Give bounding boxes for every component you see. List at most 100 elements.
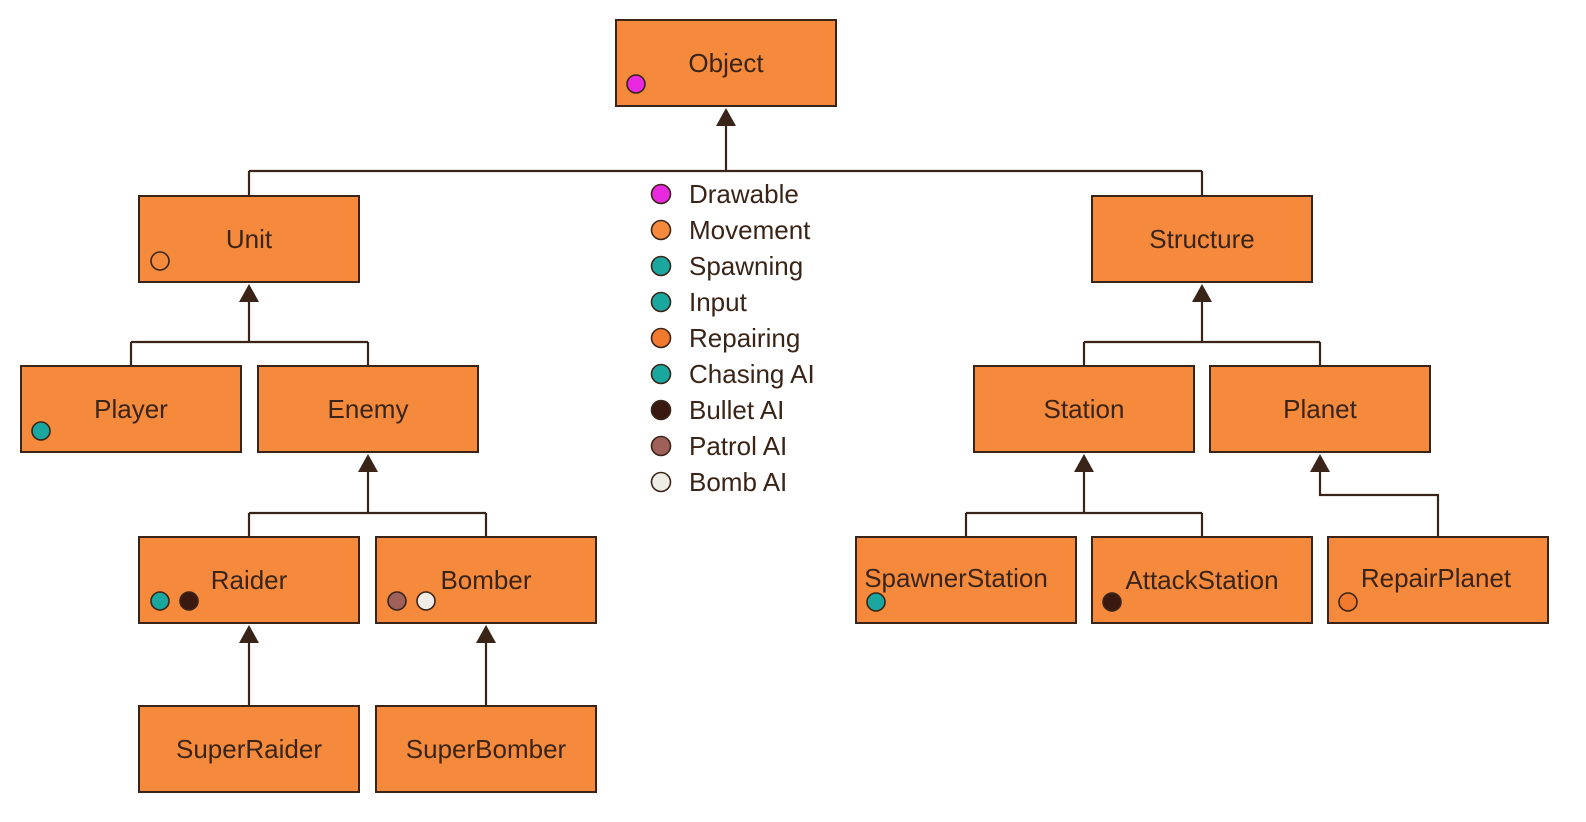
class-node-spawnerstation: SpawnerStation xyxy=(855,536,1077,624)
component-dot-chasing-ai xyxy=(150,591,170,611)
class-node-unit: Unit xyxy=(138,195,360,283)
inheritance-arrow-unit xyxy=(239,284,259,302)
legend-label: Bomb AI xyxy=(689,467,787,497)
class-box xyxy=(1091,195,1313,283)
class-node-station: Station xyxy=(973,365,1195,453)
class-node-structure: Structure xyxy=(1091,195,1313,283)
class-box xyxy=(138,195,360,283)
component-dot-bomb-ai xyxy=(416,591,436,611)
inheritance-arrow-raider xyxy=(239,625,259,643)
component-dot-spawning xyxy=(866,592,886,612)
legend-dot-icon xyxy=(650,471,672,493)
class-label: SuperBomber xyxy=(406,734,567,764)
edge-group-object xyxy=(247,108,1204,196)
edge-line xyxy=(1318,472,1440,537)
legend-dot-icon xyxy=(650,291,672,313)
class-node-repairplanet: RepairPlanet xyxy=(1327,536,1549,624)
class-box xyxy=(1209,365,1431,453)
edge-group-unit xyxy=(129,284,370,366)
component-dot-repairing xyxy=(1338,592,1358,612)
inheritance-arrow-planet xyxy=(1310,454,1330,472)
class-box xyxy=(855,536,1077,624)
class-label: Station xyxy=(1044,394,1125,424)
legend-label: Chasing AI xyxy=(689,359,815,389)
class-label: AttackStation xyxy=(1125,565,1278,595)
legend-label: Bullet AI xyxy=(689,395,784,425)
edge-group-raider xyxy=(239,625,259,706)
legend-dot-icon xyxy=(650,255,672,277)
class-node-planet: Planet xyxy=(1209,365,1431,453)
component-dot-input xyxy=(31,421,51,441)
inheritance-arrow-station xyxy=(1074,454,1094,472)
legend-item-patrol-ai: Patrol AI xyxy=(650,431,787,461)
class-box xyxy=(20,365,242,453)
edge-group-station xyxy=(964,454,1204,537)
class-label: RepairPlanet xyxy=(1361,563,1512,593)
class-node-player: Player xyxy=(20,365,242,453)
legend-item-movement: Movement xyxy=(650,215,811,245)
legend-dot-icon xyxy=(650,435,672,457)
legend-label: Drawable xyxy=(689,179,799,209)
component-legend: DrawableMovementSpawningInputRepairingCh… xyxy=(650,179,815,497)
class-box xyxy=(138,536,360,624)
component-dot-bullet-ai xyxy=(179,591,199,611)
class-label: Player xyxy=(94,394,168,424)
class-node-object: Object xyxy=(615,19,837,107)
legend-item-input: Input xyxy=(650,287,748,317)
class-box xyxy=(615,19,837,107)
inheritance-edges xyxy=(129,108,1440,706)
class-node-bomber: Bomber xyxy=(375,536,597,624)
inheritance-arrow-bomber xyxy=(476,625,496,643)
edge-group-planet xyxy=(1310,454,1440,537)
legend-dot-icon xyxy=(650,327,672,349)
class-label: Enemy xyxy=(328,394,409,424)
class-label: Structure xyxy=(1149,224,1255,254)
component-dot-drawable xyxy=(626,74,646,94)
legend-item-spawning: Spawning xyxy=(650,251,803,281)
legend-item-bullet-ai: Bullet AI xyxy=(650,395,784,425)
component-dot-patrol-ai xyxy=(387,591,407,611)
class-label: Planet xyxy=(1283,394,1357,424)
legend-item-bomb-ai: Bomb AI xyxy=(650,467,787,497)
class-label: SpawnerStation xyxy=(864,563,1048,593)
component-dot-movement xyxy=(150,251,170,271)
class-label: Bomber xyxy=(440,565,531,595)
class-box xyxy=(257,365,479,453)
class-node-enemy: Enemy xyxy=(257,365,479,453)
inheritance-arrow-object xyxy=(716,108,736,126)
class-node-raider: Raider xyxy=(138,536,360,624)
inheritance-arrow-structure xyxy=(1192,284,1212,302)
legend-label: Repairing xyxy=(689,323,800,353)
class-box xyxy=(1327,536,1549,624)
class-label: Unit xyxy=(226,224,273,254)
class-label: SuperRaider xyxy=(176,734,322,764)
class-box xyxy=(973,365,1195,453)
class-label: Raider xyxy=(211,565,288,595)
class-label: Object xyxy=(688,48,764,78)
class-box xyxy=(138,705,360,793)
class-node-superbomber: SuperBomber xyxy=(375,705,597,793)
legend-label: Patrol AI xyxy=(689,431,787,461)
edge-group-enemy xyxy=(247,454,488,537)
class-box xyxy=(375,705,597,793)
component-dot-bullet-ai xyxy=(1102,592,1122,612)
legend-item-chasing-ai: Chasing AI xyxy=(650,359,815,389)
legend-item-repairing: Repairing xyxy=(650,323,800,353)
legend-dot-icon xyxy=(650,219,672,241)
edge-group-bomber xyxy=(476,625,496,706)
class-node-superraider: SuperRaider xyxy=(138,705,360,793)
class-box xyxy=(375,536,597,624)
legend-dot-icon xyxy=(650,363,672,385)
class-node-attackstation: AttackStation xyxy=(1091,536,1313,624)
legend-dot-icon xyxy=(650,399,672,421)
inheritance-arrow-enemy xyxy=(358,454,378,472)
legend-dot-icon xyxy=(650,183,672,205)
legend-label: Movement xyxy=(689,215,811,245)
legend-item-drawable: Drawable xyxy=(650,179,799,209)
legend-label: Spawning xyxy=(689,251,803,281)
class-box xyxy=(1091,536,1313,624)
edge-group-structure xyxy=(1082,284,1322,366)
legend-label: Input xyxy=(689,287,748,317)
